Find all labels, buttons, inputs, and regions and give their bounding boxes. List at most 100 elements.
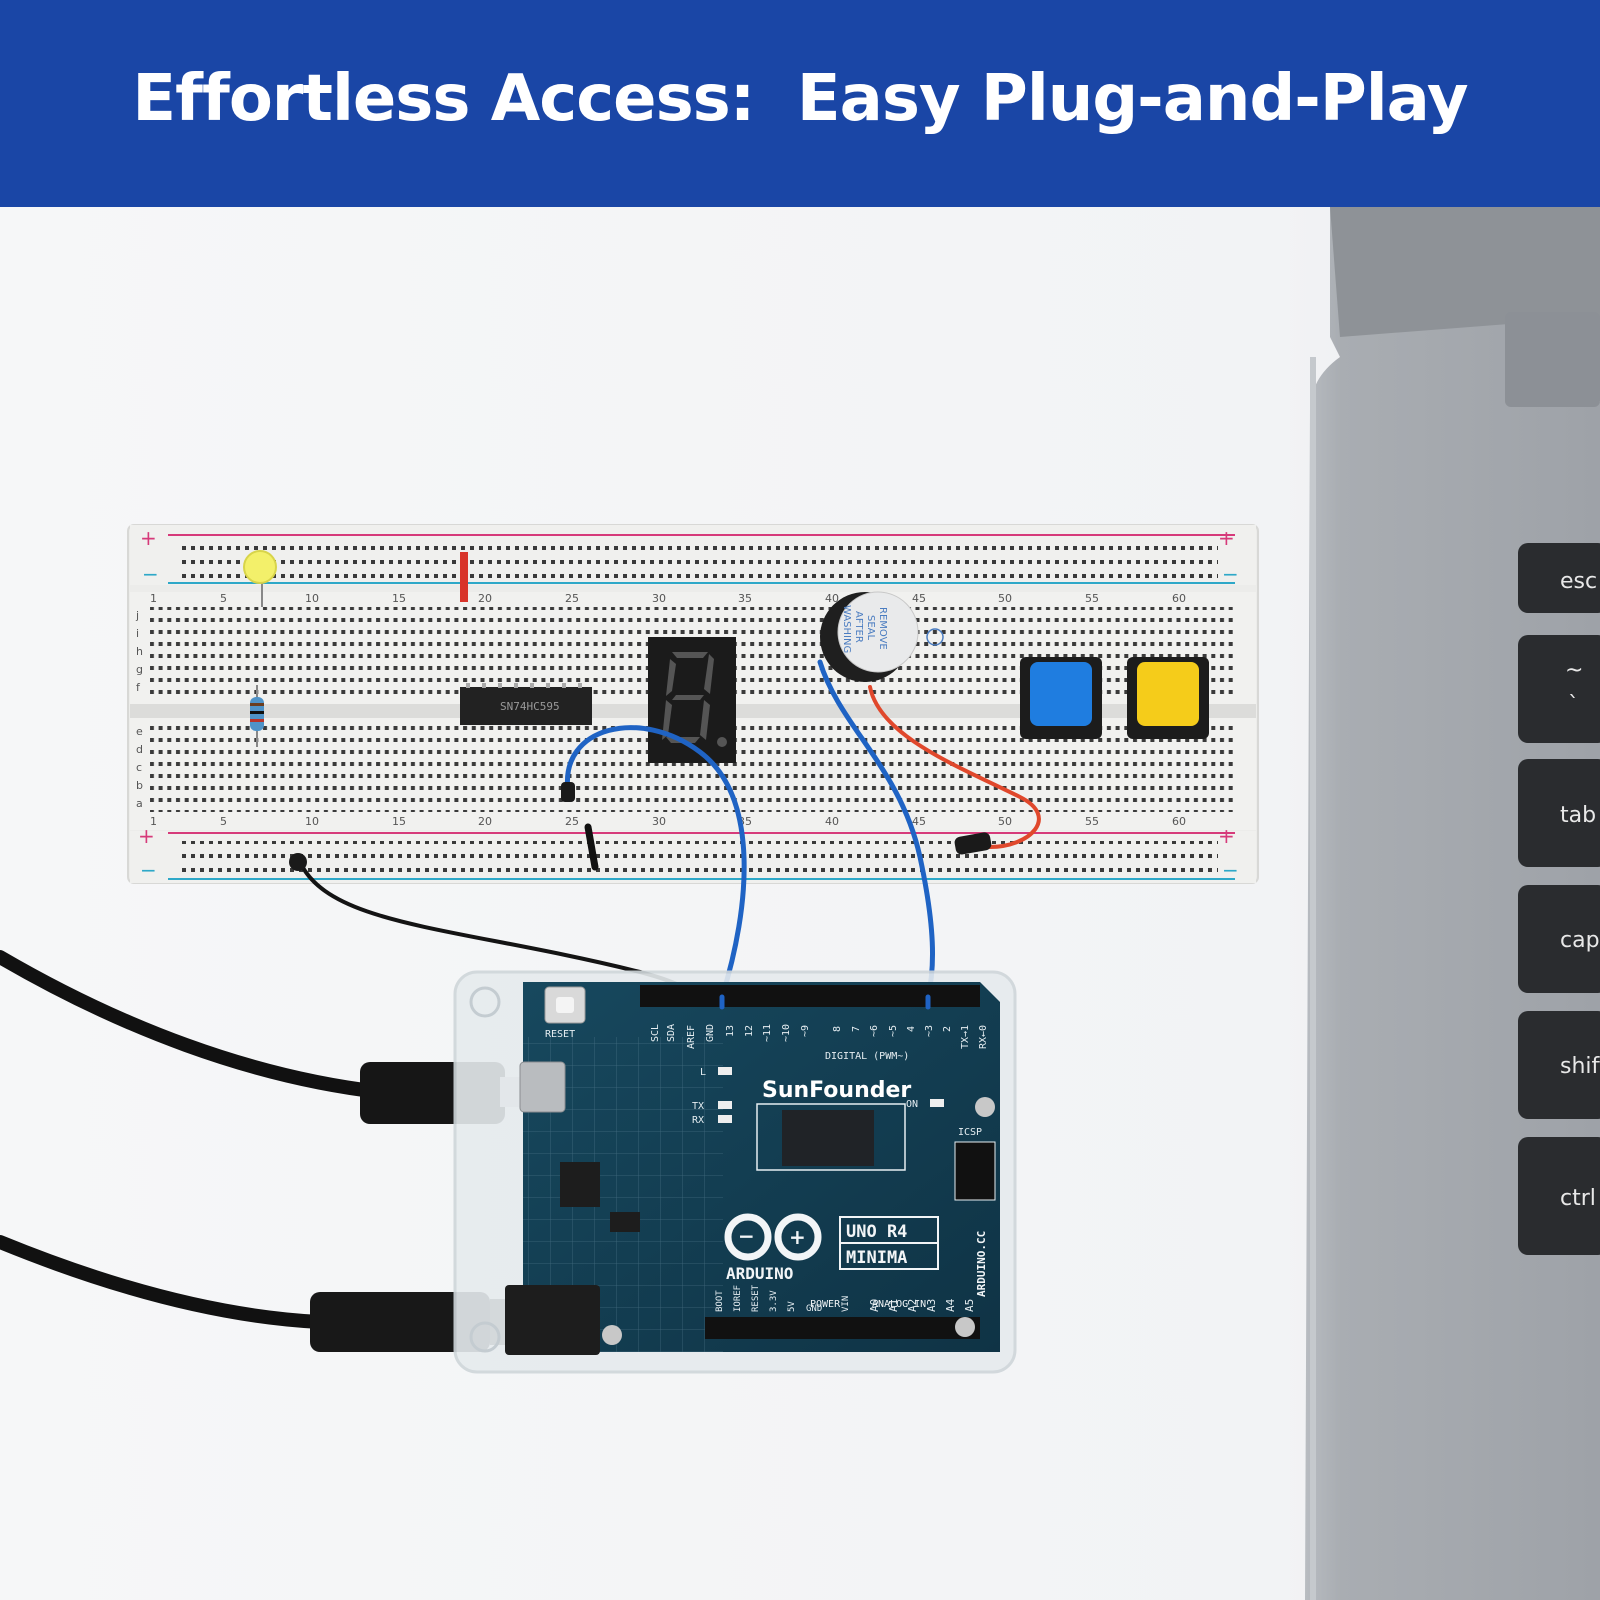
col-15-bottom: 15 [392, 815, 406, 828]
model-line-1: UNO R4 [846, 1222, 907, 1242]
col-25-bottom: 25 [565, 815, 579, 828]
svg-text:−: − [738, 1224, 755, 1248]
row-b: b [136, 779, 143, 792]
rail-minus-top-right: − [1222, 562, 1239, 586]
rail-minus-top-left: − [142, 562, 159, 586]
headline: Effortless Access: Easy Plug-and-Play [132, 61, 1468, 136]
power-label: POWER [810, 1299, 841, 1310]
pin-11: ~11 [762, 1024, 773, 1042]
col-40-bottom: 40 [825, 815, 839, 828]
col-50-top: 50 [998, 592, 1012, 605]
pin-a2: A2 [906, 1299, 919, 1312]
key-shift: shift [1560, 1054, 1600, 1079]
arduino-logo [724, 1213, 822, 1261]
rail-plus-top-right: + [1218, 526, 1235, 550]
pin-3: ~3 [924, 1025, 935, 1037]
buzzer-label-1: REMOVE [877, 607, 888, 650]
red-jumper-short [460, 552, 468, 602]
digital-label: DIGITAL (PWM~) [825, 1051, 909, 1062]
reset-label: RESET [545, 1029, 575, 1040]
yellow-button[interactable] [1137, 662, 1199, 726]
pin-a4: A4 [944, 1298, 957, 1312]
pin-tx: TX→1 [960, 1025, 971, 1049]
usb-c-port [519, 1061, 566, 1113]
pin-scl: SCL [650, 1024, 661, 1042]
row-f: f [136, 681, 141, 694]
col-5-bottom: 5 [220, 815, 227, 828]
barrel-jack [505, 1285, 600, 1355]
svg-text:+: + [789, 1225, 806, 1249]
yellow-led [243, 550, 277, 584]
led-rx-label: RX [692, 1115, 704, 1126]
key-backtick: ` [1568, 693, 1579, 718]
col-45-bottom: 45 [912, 815, 926, 828]
power-cable [0, 1235, 327, 1329]
row-j: j [135, 609, 139, 622]
power-analog-header [705, 1317, 980, 1339]
blue-button[interactable] [1030, 662, 1092, 726]
rail-plus-top-left: + [140, 526, 157, 550]
rail-minus-bottom-right: − [1222, 858, 1239, 882]
usb-cable [0, 950, 387, 1099]
pin-a5: A5 [963, 1299, 976, 1312]
led-tx-label: TX [692, 1101, 704, 1112]
buzzer-label-4: WASHING [841, 605, 852, 653]
maker-label: ARDUINO [726, 1264, 793, 1283]
col-60-bottom: 60 [1172, 815, 1186, 828]
row-a: a [136, 797, 143, 810]
chip-marking: SN74HC595 [500, 700, 560, 713]
buzzer-label-3: AFTER [853, 611, 864, 643]
pin-a1: A1 [887, 1299, 900, 1312]
col-40-top: 40 [825, 592, 839, 605]
row-g: g [136, 663, 143, 676]
pin-gnd: GND [705, 1024, 716, 1042]
key-tilde: ~ [1565, 658, 1583, 683]
pin-12: 12 [744, 1025, 755, 1037]
col-25-top: 25 [565, 592, 579, 605]
col-5-top: 5 [220, 592, 227, 605]
row-e: e [136, 725, 143, 738]
rail-minus-bottom-left: − [140, 858, 157, 882]
pin-2: 2 [942, 1026, 953, 1032]
pin-boot: BOOT [715, 1290, 725, 1312]
row-i: i [136, 627, 139, 640]
pin-reset: RESET [751, 1284, 761, 1312]
key-ctrl: ctrl [1560, 1186, 1596, 1211]
pin-ioref: IOREF [733, 1285, 743, 1312]
black-wire-short [584, 823, 599, 871]
col-55-top: 55 [1085, 592, 1099, 605]
col-10-top: 10 [305, 592, 319, 605]
pin-3v3: 3.3V [769, 1290, 779, 1312]
pin-rx: RX←0 [978, 1025, 989, 1049]
blue-wire-2 [817, 659, 936, 1000]
site-label: ARDUINO.CC [975, 1231, 988, 1297]
digital-header [640, 985, 980, 1007]
pin-7: 7 [851, 1026, 862, 1032]
icsp-label: ICSP [958, 1127, 982, 1138]
blue-wire-1 [565, 725, 747, 1000]
pin-9: ~9 [800, 1025, 811, 1037]
rail-plus-bottom-right: + [1218, 824, 1235, 848]
arduino-board: RESET SCL SDA AREF GND 13 12 ~11 ~10 ~9 … [453, 970, 1017, 1374]
row-h: h [136, 645, 143, 658]
pin-8: 8 [832, 1026, 843, 1032]
pin-a0: A0 [868, 1299, 881, 1312]
pin-13: 13 [725, 1025, 736, 1037]
pin-a3: A3 [925, 1299, 938, 1312]
led-on-label: ON [906, 1099, 918, 1110]
col-30-bottom: 30 [652, 815, 666, 828]
pin-gnd-1: GND [806, 1304, 822, 1314]
pin-4: 4 [906, 1026, 917, 1032]
headline-banner: Effortless Access: Easy Plug-and-Play [0, 0, 1600, 207]
rail-plus-bottom-left: + [138, 824, 155, 848]
key-esc: esc [1560, 569, 1597, 594]
analog-label: ANALOG IN [872, 1299, 926, 1310]
col-50-bottom: 50 [998, 815, 1012, 828]
microcontroller [782, 1110, 874, 1166]
pin-sda: SDA [666, 1024, 677, 1042]
key-tab: tab [1560, 803, 1596, 828]
pin-vin: VIN [841, 1296, 851, 1312]
